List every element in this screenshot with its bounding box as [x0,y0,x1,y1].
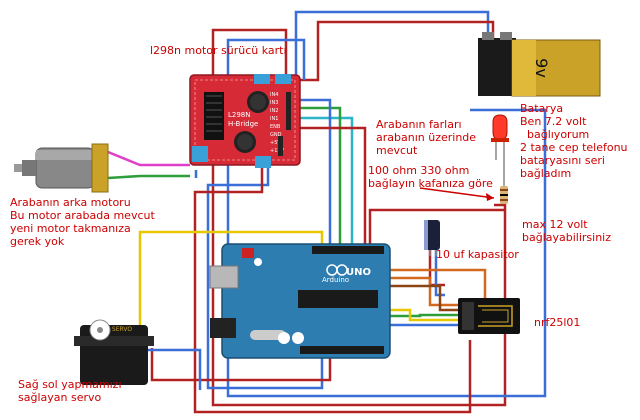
battery-9v: 9v [478,32,601,97]
wire-green-in2 [290,106,342,245]
wire-blue-battery-negative [294,10,490,75]
resistor-note: 100 ohm 330 ohm bağlayın kafanıza göre [368,164,493,190]
led-headlight [491,114,509,168]
driver-pin-in3: IN3 [270,100,278,106]
lights-note: Arabanın farları arabanın üzerinde mevcu… [376,118,477,157]
wire-red-in4 [290,126,367,245]
driver-pin-in1: IN1 [270,116,278,122]
driver-pin-in4: IN4 [270,92,278,98]
wire-green-motor [107,174,190,180]
battery-note: Batarya Ben 7.2 volt bağlıyorum 2 tane c… [520,102,628,180]
wire-red-led [368,208,505,248]
driver-pin-5v: +5V [270,140,281,146]
wire-capacitor-negative [434,250,445,297]
wire-red-servo-power [150,348,332,382]
servo-motor: SERVO [74,319,154,385]
wire-red-driver-12v [193,162,472,414]
driver-title: l298n motor sürücü kartı [150,44,287,57]
wire-red-power-loop [211,28,507,407]
wire-yellow-servo-signal [138,230,324,328]
max-volt-note: max 12 volt bağlayabilirsiniz [522,218,612,244]
driver-chip-line-2: H-Bridge [228,120,258,128]
resistor-arrow [419,187,495,199]
wire-blue-driver-ground [226,38,547,398]
wire-cyan-in1 [290,116,354,245]
nrf24l01-module [458,298,520,334]
resistor-arrow-head [486,193,494,201]
resistor [500,168,508,204]
servo-label: SERVO [112,326,132,333]
wire-blue-servo-ground [148,348,202,390]
arduino-uno-board: Arduino UNO [209,243,391,359]
capacitor-10uf [424,220,440,256]
wire-nrf-brown [345,284,458,312]
wire-magenta-motor [107,150,190,167]
capacitor-note: 10 uf kapasitor [436,248,519,261]
battery-label: 9v [532,58,551,78]
arduino-brand: Arduino [322,276,349,284]
driver-pin-12v: +12V [270,148,285,154]
driver-chip-line-1: L298N [228,111,251,119]
driver-pin-gnd: GND [270,132,282,138]
radio-note: nrf25l01 [534,316,581,329]
wire-red-battery-positive [300,20,495,82]
wire-blue-in3 [290,98,332,245]
driver-pin-enb: ENB [270,124,281,130]
servo-note: Sağ sol yapmamızı sağlayan servo [18,378,122,404]
arduino-model: UNO [346,267,371,278]
motor-note: Arabanın arka motoru Bu motor arabada me… [10,196,155,248]
driver-chip-label: L298N H-Bridge [228,111,258,128]
driver-pin-in2: IN2 [270,108,278,114]
wire-blue-driver-5v [206,162,324,390]
dc-motor [14,143,109,193]
